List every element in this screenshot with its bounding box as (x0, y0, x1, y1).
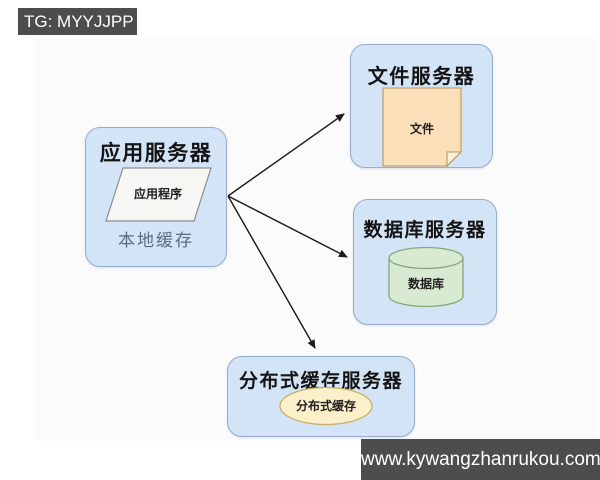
arrow-app-to-database (227, 195, 348, 258)
node-database-server: 数据库服务器 数据库 (353, 199, 497, 325)
cylinder-body (388, 258, 464, 308)
ellipse (279, 386, 373, 426)
local-cache-caption: 本地缓存 (118, 231, 194, 251)
app-program-label: 应用程序 (134, 186, 182, 201)
file-label: 文件 (410, 121, 434, 136)
node-cache-server: 分布式缓存服务器 分布式缓存 (227, 356, 415, 437)
database-label: 数据库 (408, 276, 444, 291)
website-watermark: www.kywangzhanrukou.com (361, 439, 600, 480)
file-server-title: 文件服务器 (367, 64, 476, 88)
parallelogram-shape: 应用程序 (105, 167, 212, 222)
app-server-title: 应用服务器 (99, 140, 213, 165)
note-shape: 文件 (382, 87, 463, 168)
cylinder-shape: 数据库 (388, 246, 464, 308)
database-server-title: 数据库服务器 (363, 219, 487, 241)
node-app-server: 应用服务器 应用程序 本地缓存 (85, 127, 227, 267)
ellipse-shape: 分布式缓存 (279, 386, 373, 426)
arrow-app-to-cache (227, 195, 316, 349)
node-file-server: 文件服务器 文件 (350, 44, 493, 168)
parallelogram (105, 167, 212, 222)
arrow-app-to-file (227, 113, 345, 197)
cache-server-title: 分布式缓存服务器 (238, 370, 403, 392)
note-fold-corner (446, 151, 463, 168)
cylinder-top (388, 246, 464, 270)
distributed-cache-label: 分布式缓存 (296, 398, 356, 413)
telegram-watermark: TG: MYYJJPP (18, 8, 137, 35)
